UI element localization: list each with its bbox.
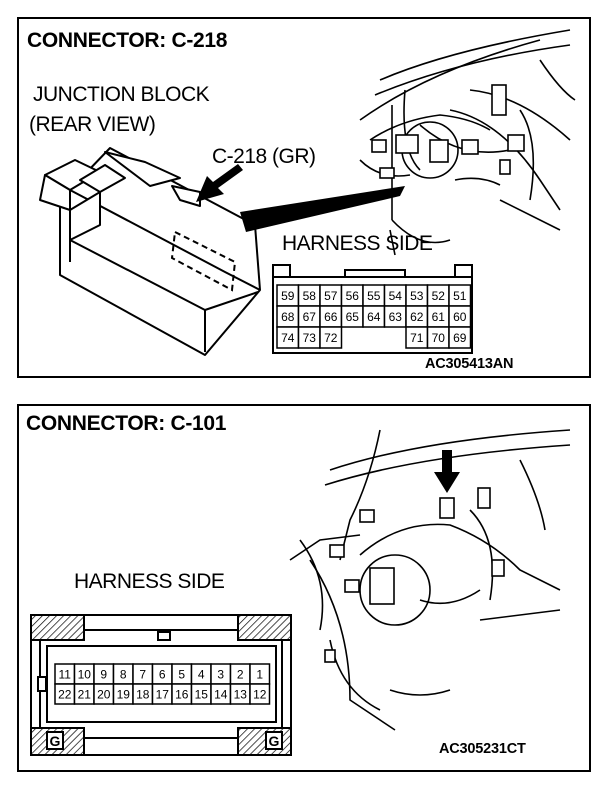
pin-number: 61: [432, 310, 446, 324]
pin-number: 6: [159, 668, 166, 682]
pin-cell: [249, 683, 271, 705]
figure-code-c218: AC305413AN: [425, 356, 514, 372]
pin-number: 10: [78, 668, 92, 682]
pin-number: 2: [237, 668, 244, 682]
ground-terminal-left: G: [46, 731, 64, 750]
pin-number: 68: [281, 310, 295, 324]
pin-number: 57: [324, 289, 338, 303]
pin-number: 12: [253, 688, 267, 702]
pin-number: 58: [303, 289, 317, 303]
harness-side-label-c218: HARNESS SIDE: [282, 232, 433, 255]
pin-number: 53: [410, 289, 424, 303]
pin-number: 15: [195, 688, 209, 702]
pin-number: 66: [324, 310, 338, 324]
pin-number: 63: [389, 310, 403, 324]
panel-title-c218: CONNECTOR: C-218: [27, 29, 228, 52]
pin-number: 59: [281, 289, 295, 303]
pin-number: 11: [59, 668, 72, 682]
pin-number: 9: [100, 668, 107, 682]
pin-number: 72: [324, 331, 338, 345]
pin-number: 64: [367, 310, 381, 324]
junction-block-label: JUNCTION BLOCK: [33, 83, 210, 106]
pin-number: 13: [234, 688, 248, 702]
pin-number: 18: [136, 688, 150, 702]
pin-number: 21: [78, 688, 92, 702]
pin-number: 51: [453, 289, 467, 303]
rear-view-label: (REAR VIEW): [29, 113, 156, 136]
pin-number: 8: [120, 668, 127, 682]
pin-number: 67: [303, 310, 317, 324]
connector-c218-gr-label: C-218 (GR): [212, 145, 316, 168]
pin-number: 71: [410, 331, 424, 345]
ground-label-left: G: [49, 733, 61, 749]
ground-terminal-right: G: [265, 731, 283, 750]
ground-label-right: G: [268, 733, 280, 749]
pin-number: 22: [58, 688, 72, 702]
pin-number: 62: [410, 310, 424, 324]
pin-number: 4: [198, 668, 205, 682]
pin-number: 56: [346, 289, 360, 303]
pin-number: 74: [281, 331, 295, 345]
pin-cell: [448, 326, 472, 349]
pin-number: 69: [453, 331, 467, 345]
figure-code-c101: AC305231CT: [439, 741, 526, 757]
pin-number: 5: [178, 668, 185, 682]
pin-number: 60: [453, 310, 467, 324]
pin-number: 65: [346, 310, 360, 324]
harness-side-label-c101: HARNESS SIDE: [74, 570, 225, 593]
pin-number: 52: [432, 289, 446, 303]
pin-number: 20: [97, 688, 111, 702]
pin-number: 73: [303, 331, 317, 345]
pin-number: 54: [389, 289, 403, 303]
pin-number: 1: [256, 668, 263, 682]
pin-number: 7: [139, 668, 146, 682]
pin-number: 70: [432, 331, 446, 345]
pin-number: 3: [217, 668, 224, 682]
pin-number: 14: [214, 688, 228, 702]
panel-title-c101: CONNECTOR: C-101: [26, 412, 227, 435]
pin-number: 19: [117, 688, 131, 702]
pin-number: 55: [367, 289, 381, 303]
pin-number: 17: [156, 688, 170, 702]
pin-cell: [319, 326, 343, 349]
pin-number: 16: [175, 688, 189, 702]
